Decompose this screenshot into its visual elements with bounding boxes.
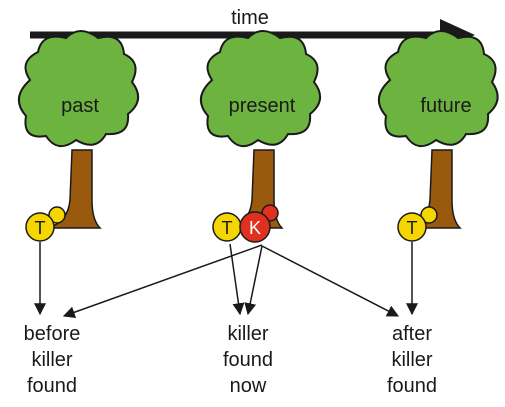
token-t-letter: T	[35, 218, 46, 238]
time-label: time	[231, 7, 269, 29]
outcome-line: found	[223, 349, 273, 371]
arrow-present-to-now-a	[229, 243, 245, 316]
tree-label-future: future	[420, 95, 471, 117]
token-k-present: K	[239, 204, 279, 243]
token-t-past: T	[25, 206, 66, 242]
outcome-after: after killer found	[387, 323, 437, 397]
tree-foliage	[378, 30, 499, 147]
tree-trunk	[47, 149, 102, 229]
arrow-present-to-after	[261, 245, 400, 317]
token-t-present: T	[212, 212, 242, 242]
tree-label-present: present	[229, 95, 296, 117]
outcome-line: before	[24, 323, 81, 345]
tree-present: present	[200, 30, 321, 229]
outcome-line: found	[387, 375, 437, 397]
arrow-present-to-before	[62, 244, 263, 319]
tree-future: future	[378, 30, 499, 229]
outcome-now: killer found now	[223, 323, 273, 397]
token-t-letter: T	[222, 218, 233, 238]
arrow-present-to-now-b	[244, 245, 263, 316]
outcome-line: killer	[227, 323, 268, 345]
outcome-line: found	[27, 375, 77, 397]
outcome-line: after	[392, 323, 432, 345]
outcome-line: killer	[391, 349, 432, 371]
outcome-before: before killer found	[24, 323, 81, 397]
token-t-letter: T	[407, 218, 418, 238]
tree-past: past	[18, 30, 139, 229]
token-k-letter: K	[249, 218, 261, 238]
token-t-future: T	[397, 206, 438, 242]
outcome-line: now	[230, 375, 267, 397]
connector-arrows	[34, 242, 418, 319]
outcome-line: killer	[31, 349, 72, 371]
tree-foliage	[200, 30, 321, 147]
tree-foliage	[18, 30, 139, 147]
tree-label-past: past	[61, 95, 99, 117]
